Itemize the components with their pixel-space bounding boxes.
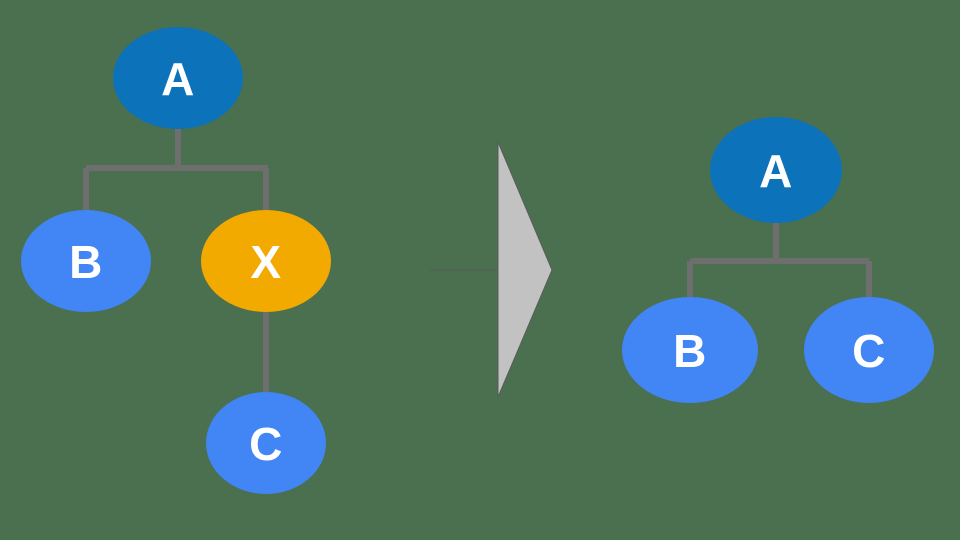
node-right-a-shape[interactable] [710, 117, 842, 223]
node-left-c[interactable]: C [206, 392, 326, 494]
node-right-b[interactable]: B [622, 297, 758, 403]
node-left-a-shape[interactable] [113, 27, 243, 129]
right-arrow-icon [430, 141, 553, 398]
node-left-a[interactable]: A [113, 27, 243, 129]
before-tree: A B X C [21, 27, 331, 494]
node-left-x-label: X [250, 236, 281, 288]
node-left-a-label: A [161, 53, 195, 105]
after-tree-edges [687, 220, 872, 302]
node-right-c-shape[interactable] [804, 297, 934, 403]
node-left-c-label: C [249, 418, 283, 470]
node-right-a-label: A [759, 145, 793, 197]
edge-left-a-to-b [83, 126, 268, 212]
node-right-b-shape[interactable] [622, 297, 758, 403]
node-left-b-label: B [69, 236, 103, 288]
node-right-c-label: C [852, 325, 886, 377]
before-tree-edges [83, 126, 269, 394]
node-right-a[interactable]: A [710, 117, 842, 223]
node-right-b-label: B [673, 325, 707, 377]
node-left-b[interactable]: B [21, 210, 151, 312]
after-tree: A B C [622, 117, 934, 403]
edge-right-a-to-b [687, 220, 869, 302]
node-left-x-removed[interactable]: X [201, 210, 331, 312]
node-left-c-shape[interactable] [206, 392, 326, 494]
node-right-c[interactable]: C [804, 297, 934, 403]
node-left-x-shape[interactable] [201, 210, 331, 312]
node-left-b-shape[interactable] [21, 210, 151, 312]
